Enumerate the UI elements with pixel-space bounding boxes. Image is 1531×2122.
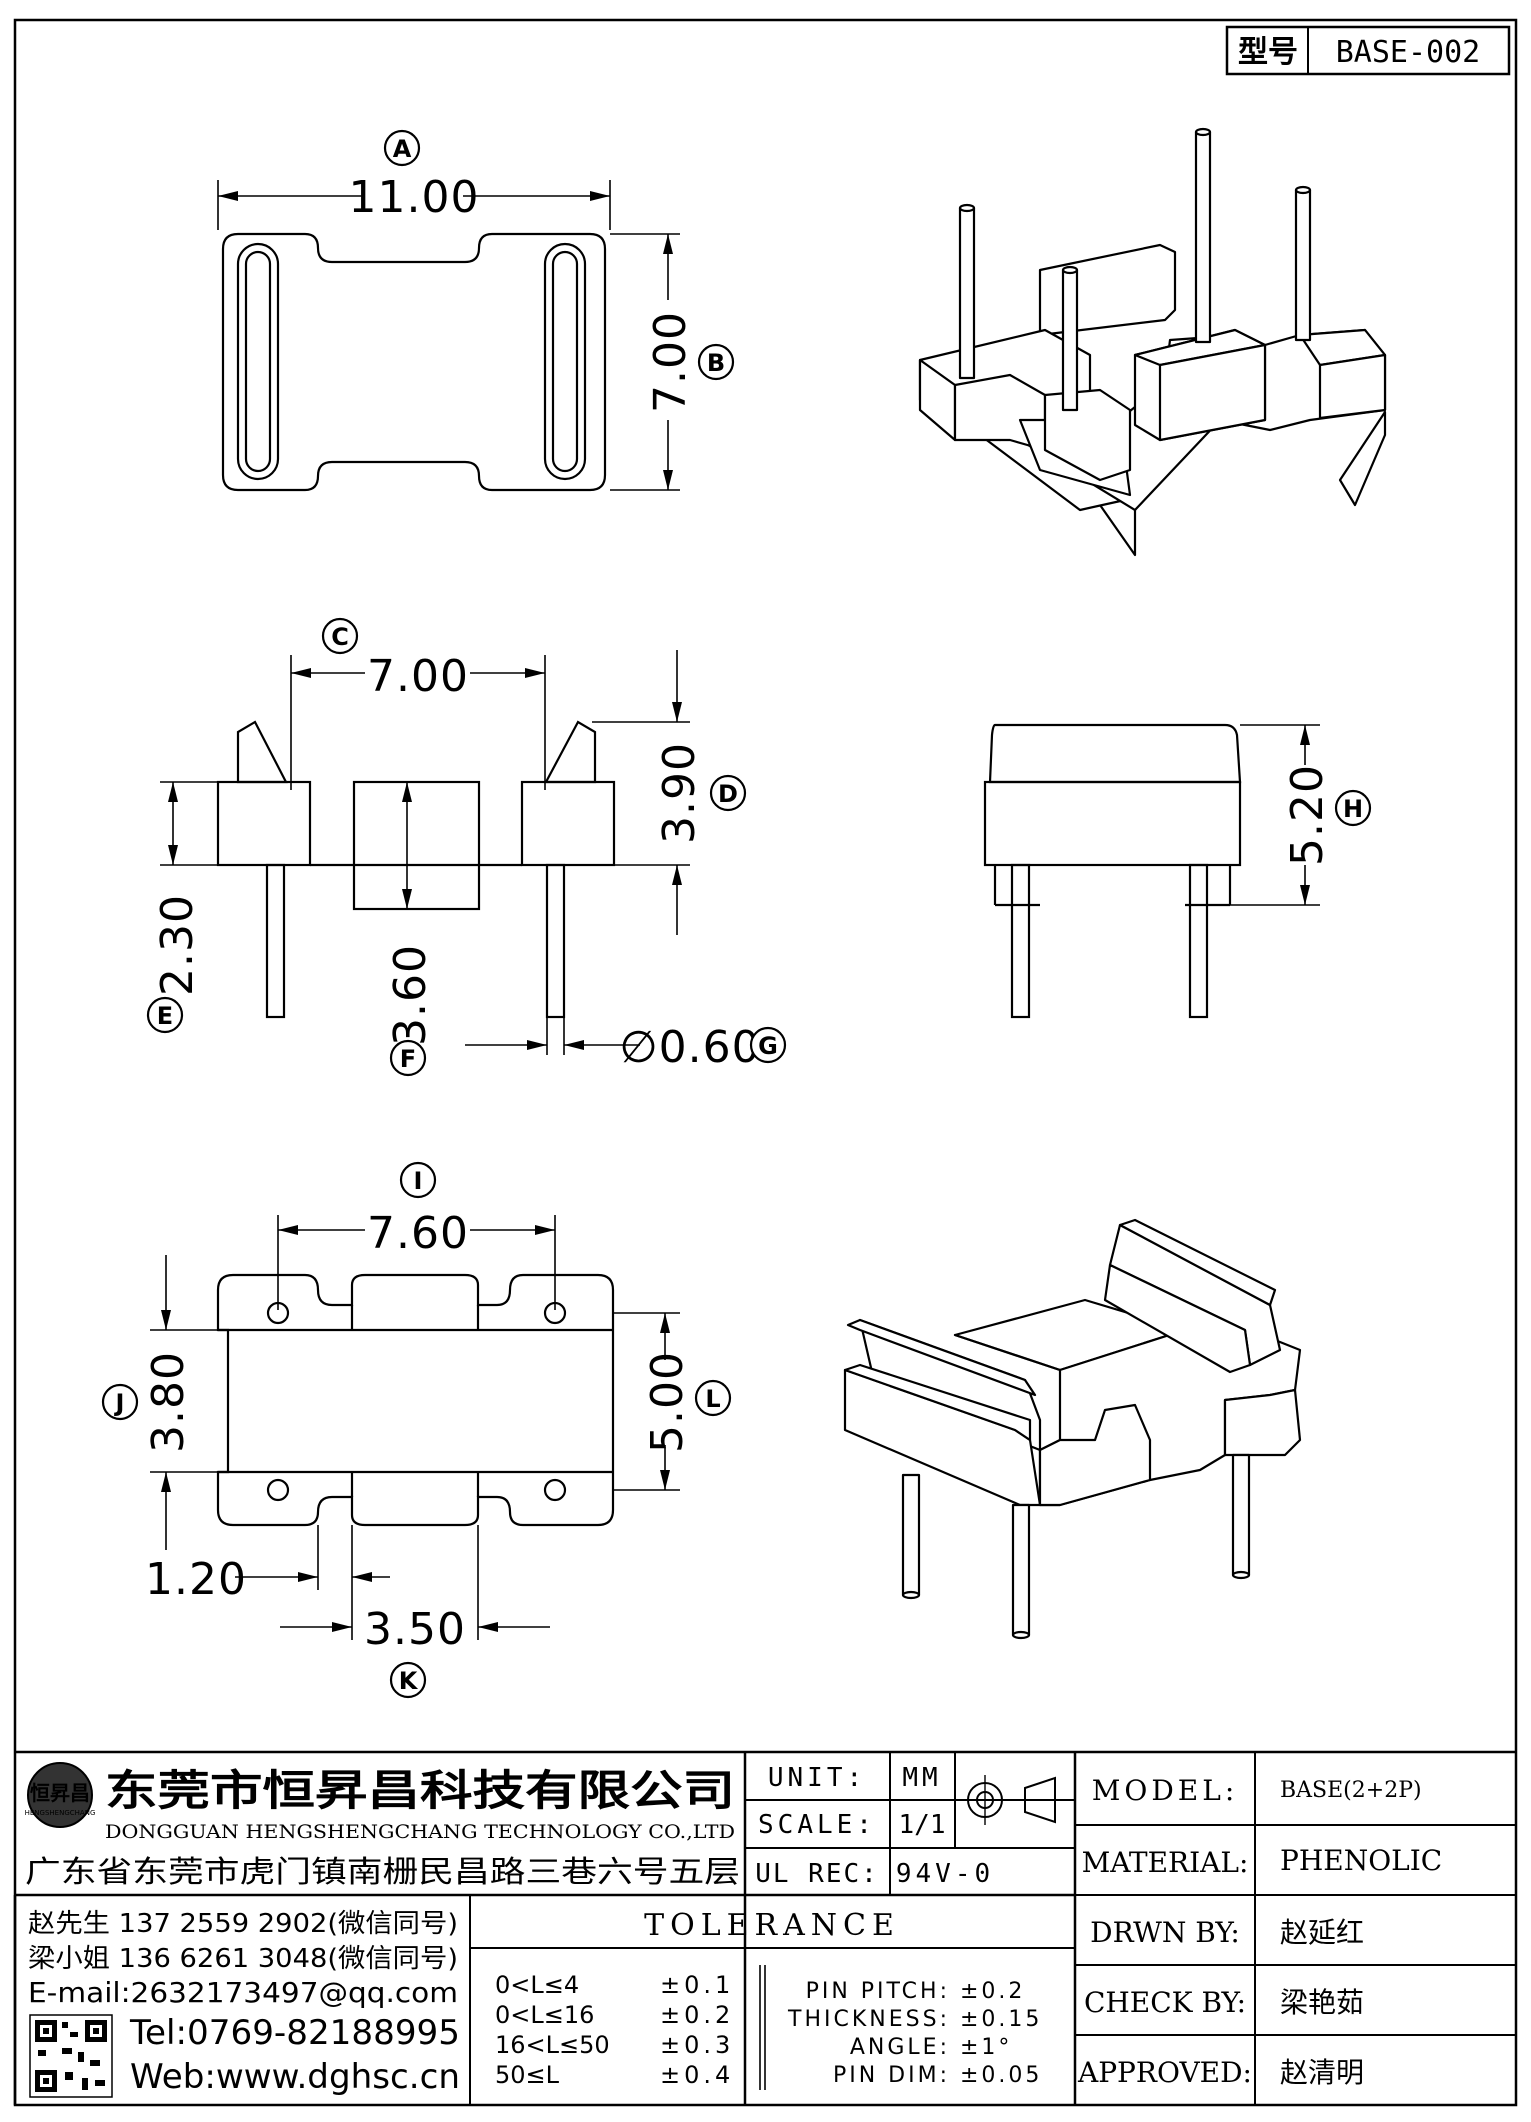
dim-h-marker: H xyxy=(1334,789,1372,827)
svg-text:D: D xyxy=(718,780,738,808)
approved-label: APPROVED: xyxy=(1077,2056,1252,2089)
svg-text:C: C xyxy=(331,623,349,651)
top-view xyxy=(217,180,680,492)
tolerance-range-4: 50≤L xyxy=(495,2061,560,2089)
angle-value: ±1° xyxy=(960,2035,1012,2060)
isometric-view-bottom xyxy=(843,1218,1302,1640)
material-value: PHENOLIC xyxy=(1280,1844,1442,1877)
tolerance-range-2: 0<L≤16 xyxy=(495,2001,594,2029)
pin-pitch-value: ±0.2 xyxy=(960,1979,1025,2004)
tolerance-ranges: 0<L≤4 ±0.1 0<L≤16 ±0.2 16<L≤50 ±0.3 50≤L… xyxy=(495,1971,734,2089)
contact-line-1: 赵先生 137 2559 2902(微信同号) xyxy=(28,1909,458,1939)
dim-b-marker: B xyxy=(697,343,735,381)
dim-120-value: 1.20 xyxy=(145,1554,247,1605)
svg-text:J: J xyxy=(114,1389,125,1417)
contact-web: Web:www.dghsc.cn xyxy=(130,2057,460,2097)
front-view xyxy=(160,650,690,1055)
dim-d-value: 3.90 xyxy=(654,742,705,844)
pin-dim-label: PIN DIM: xyxy=(833,2063,950,2088)
tolerance-tol-1: ±0.1 xyxy=(660,1971,734,1999)
tolerance-tol-4: ±0.4 xyxy=(660,2061,734,2089)
unit-label: UNIT: xyxy=(768,1763,866,1793)
sheet-border xyxy=(13,18,1518,2107)
dim-j-marker: J xyxy=(101,1383,139,1421)
bottom-view xyxy=(150,1215,680,1640)
contact-line-2: 梁小姐 136 6261 3048(微信同号) xyxy=(28,1944,458,1974)
drawn-by-value: 赵延红 xyxy=(1280,1916,1364,1949)
pin-dim-value: ±0.05 xyxy=(960,2063,1042,2088)
projection-symbol-icon xyxy=(960,1775,1065,1825)
svg-text:A: A xyxy=(393,135,412,163)
tolerance-range-3: 16<L≤50 xyxy=(495,2031,610,2059)
dim-l-value: 5.00 xyxy=(642,1351,693,1453)
company-name-cn: 东莞市恒昇昌科技有限公司 xyxy=(105,1766,735,1815)
svg-text:H: H xyxy=(1343,795,1363,823)
svg-text:G: G xyxy=(758,1032,778,1060)
dim-e-value: 2.30 xyxy=(152,894,203,996)
svg-text:K: K xyxy=(399,1667,419,1695)
dim-d-marker: D xyxy=(709,774,747,812)
dim-c-value: 7.00 xyxy=(367,651,469,702)
dim-k-marker: K xyxy=(389,1661,427,1699)
check-by-label: CHECK BY: xyxy=(1084,1986,1246,2019)
model-number-value: BASE-002 xyxy=(1336,35,1481,70)
dim-e-marker: E xyxy=(146,996,184,1034)
company-name-en: DONGGUAN HENGSHENGCHANG TECHNOLOGY CO.,L… xyxy=(105,1821,735,1843)
tolerance-title: TOLERANCE xyxy=(644,1908,900,1943)
unit-value: MM xyxy=(902,1763,941,1793)
dim-i-marker: I xyxy=(399,1161,437,1199)
model-number-label: 型号 xyxy=(1238,35,1298,70)
dim-b-value: 7.00 xyxy=(645,311,696,413)
svg-text:B: B xyxy=(707,349,725,377)
dim-f-value: 3.60 xyxy=(385,944,436,1046)
dim-f-marker: F xyxy=(389,1039,427,1077)
contact-tel: Tel:0769-82188995 xyxy=(129,2013,460,2053)
tolerance-other: PIN PITCH: ±0.2 THICKNESS: ±0.15 ANGLE: … xyxy=(787,1979,1042,2088)
dim-g-marker: G xyxy=(749,1026,787,1064)
title-block xyxy=(13,1750,1516,2105)
side-view xyxy=(983,723,1320,1019)
approved-value: 赵清明 xyxy=(1280,2056,1364,2089)
tolerance-range-1: 0<L≤4 xyxy=(495,1971,579,1999)
isometric-view-top xyxy=(918,127,1387,557)
dim-j-value: 3.80 xyxy=(143,1351,194,1453)
svg-text:L: L xyxy=(705,1385,720,1413)
material-label: MATERIAL: xyxy=(1082,1846,1249,1879)
dim-c-marker: C xyxy=(321,617,359,655)
check-by-value: 梁艳茹 xyxy=(1280,1986,1364,2019)
qr-code-icon xyxy=(29,2014,113,2098)
model-label: MODEL: xyxy=(1092,1774,1239,1807)
thickness-label: THICKNESS: xyxy=(787,2007,950,2032)
dim-l-marker: L xyxy=(694,1379,732,1417)
model-value: BASE(2+2P) xyxy=(1280,1778,1422,1803)
tolerance-tol-3: ±0.3 xyxy=(660,2031,734,2059)
dim-g-value: ∅0.60 xyxy=(619,1022,760,1073)
contact-email: E-mail:2632173497@qq.com xyxy=(28,1976,458,2009)
ul-rec-label: UL REC: xyxy=(755,1859,879,1889)
drawn-by-label: DRWN BY: xyxy=(1090,1916,1240,1949)
scale-label: SCALE: xyxy=(758,1810,876,1840)
company-address: 广东省东莞市虎门镇南栅民昌路三巷六号五层 xyxy=(25,1855,740,1890)
dim-k-value: 3.50 xyxy=(364,1604,466,1655)
tolerance-tol-2: ±0.2 xyxy=(660,2001,734,2029)
svg-text:I: I xyxy=(414,1167,423,1195)
model-number-box: 型号 BASE-002 xyxy=(1225,25,1511,76)
dim-h-value: 5.20 xyxy=(1282,764,1333,866)
scale-value: 1/1 xyxy=(899,1810,946,1840)
dim-i-value: 7.60 xyxy=(367,1208,469,1259)
pin-pitch-label: PIN PITCH: xyxy=(806,1979,950,2004)
ul-rec-value: 94V-0 xyxy=(896,1859,994,1889)
svg-text:HENGSHENGCHANG: HENGSHENGCHANG xyxy=(25,1809,96,1817)
company-logo: 恒昇昌 HENGSHENGCHANG xyxy=(25,1762,96,1828)
angle-label: ANGLE: xyxy=(850,2035,950,2060)
dim-a-marker: A xyxy=(383,129,421,167)
thickness-value: ±0.15 xyxy=(960,2007,1042,2032)
svg-text:恒昇昌: 恒昇昌 xyxy=(30,1781,90,1805)
svg-text:E: E xyxy=(157,1002,173,1030)
svg-text:F: F xyxy=(400,1045,416,1073)
dim-a-value: 11.00 xyxy=(349,172,480,223)
